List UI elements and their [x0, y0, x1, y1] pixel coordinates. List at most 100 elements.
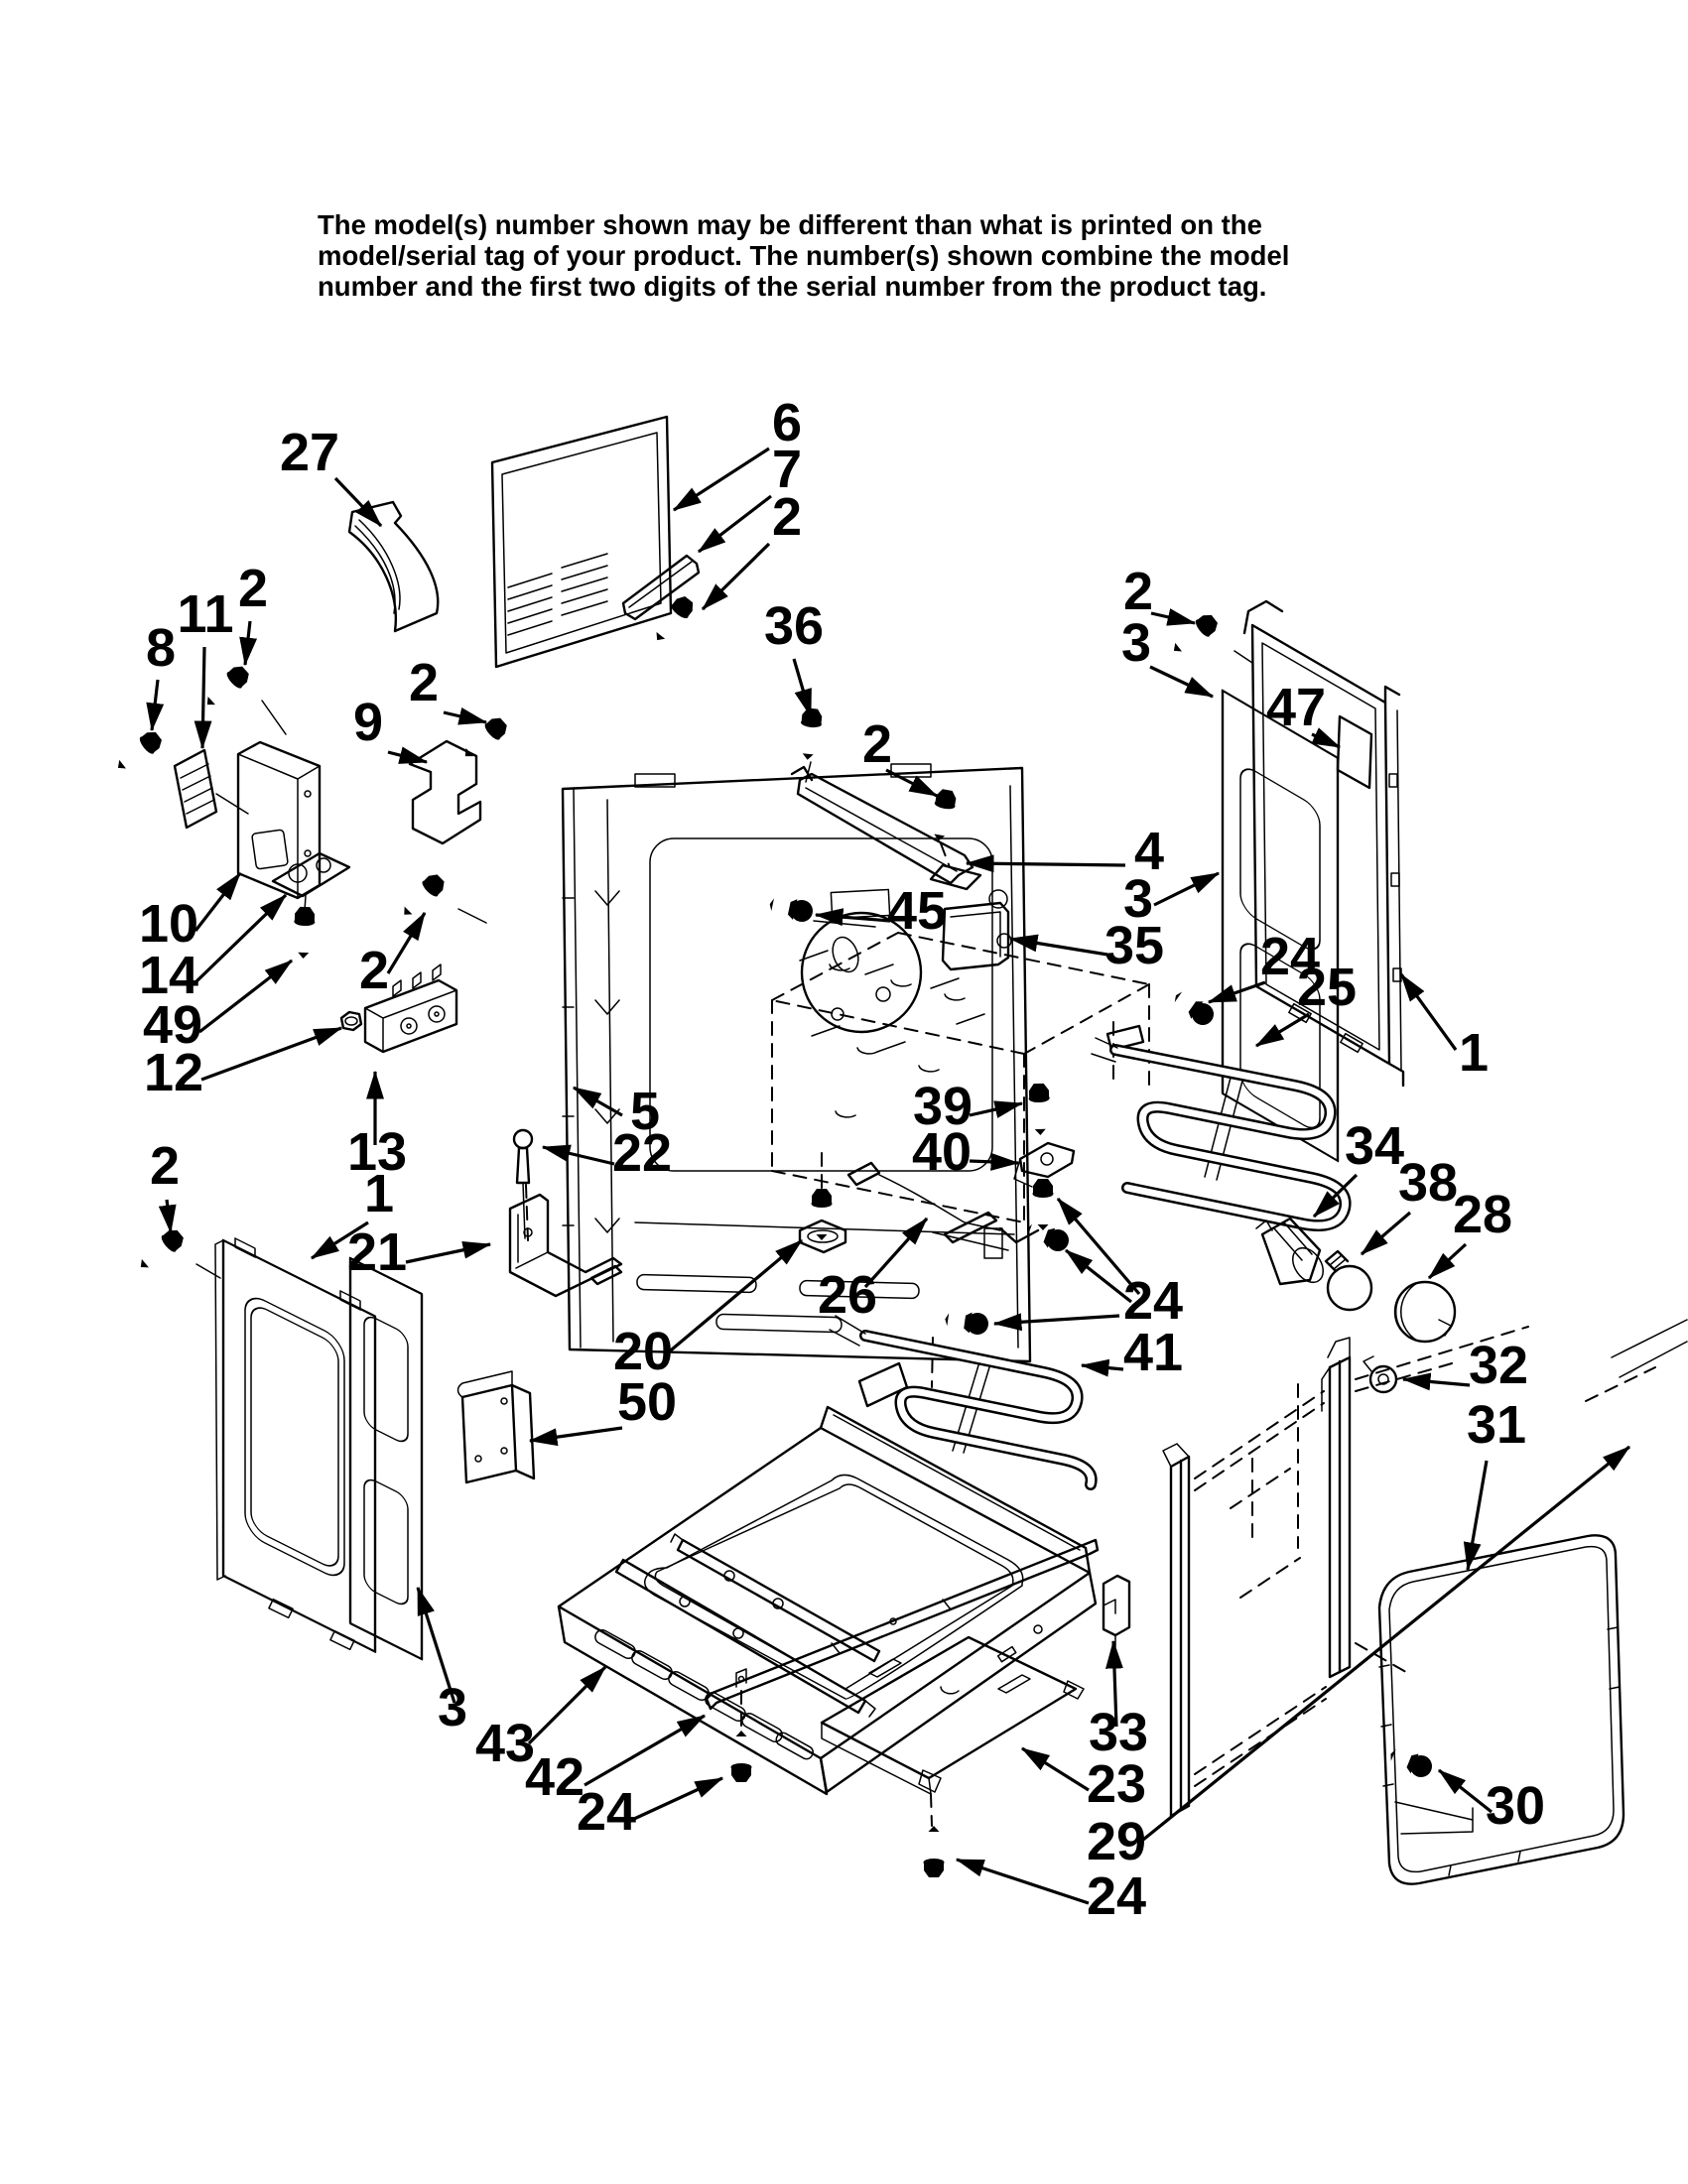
- part-number-label: 5: [630, 1082, 660, 1141]
- callout-24: 24: [992, 1197, 1183, 1332]
- part-number-label: 33: [1089, 1703, 1148, 1762]
- screw-2-top-center: [648, 592, 698, 647]
- part-41-bake-element: [829, 1315, 1098, 1490]
- part-number-label: 12: [144, 1043, 203, 1102]
- part-number-label: 49: [143, 995, 202, 1055]
- leader-arrow-11: [194, 646, 212, 750]
- leader-arrow-5: [572, 1086, 623, 1117]
- part-number-label: 25: [1297, 958, 1357, 1017]
- callout-36: 36: [764, 596, 824, 718]
- screw-24-center-top: [1032, 1179, 1054, 1230]
- part-35-channel: [941, 901, 1010, 971]
- callout-23: 23: [1020, 1746, 1146, 1814]
- leader-arrow-8: [146, 679, 165, 732]
- part-42-trim-rail: [705, 1538, 1100, 1728]
- callout-33: 33: [1089, 1639, 1148, 1762]
- header-note: The model(s) number shown may be differe…: [318, 209, 1289, 302]
- callout-31: 31: [1463, 1395, 1526, 1572]
- part-number-label: 40: [912, 1122, 972, 1182]
- leader-arrow-22: [541, 1144, 615, 1166]
- screw-36: [797, 707, 824, 783]
- part-5-back-panel: [561, 763, 1032, 1363]
- leader-arrow-24: [992, 1313, 1120, 1332]
- leader-arrow-43: [527, 1665, 607, 1745]
- screw-8: [111, 727, 166, 777]
- callout-3: 3: [1123, 869, 1221, 929]
- part-27-handle: [347, 500, 440, 633]
- part-number-label: 27: [280, 423, 339, 482]
- part-number-label: 24: [577, 1782, 636, 1842]
- callout-26: 26: [818, 1217, 929, 1325]
- leader-arrow-24: [1056, 1197, 1141, 1296]
- part-number-label: 21: [347, 1222, 407, 1282]
- leader-arrow-2: [158, 1199, 177, 1234]
- callout-49: 49: [143, 959, 294, 1055]
- callout-43: 43: [475, 1665, 607, 1773]
- part-13-terminal-block: [363, 964, 458, 1054]
- callout-2: 2: [150, 1136, 180, 1234]
- exploded-view-art: [111, 415, 1688, 1885]
- screw-2-left-bottom: [134, 1225, 221, 1279]
- callout-32: 32: [1401, 1336, 1528, 1395]
- callout-45: 45: [814, 881, 947, 941]
- leader-arrow-10: [194, 871, 242, 932]
- part-32-grommet: [1363, 1355, 1398, 1394]
- part-7-trim-strip: [621, 554, 701, 621]
- header-line-2: model/serial tag of your product. The nu…: [318, 240, 1289, 271]
- leader-arrow-2: [239, 620, 258, 667]
- part-number-label: 45: [887, 881, 947, 941]
- callout-40: 40: [912, 1122, 1020, 1182]
- leader-arrow-2: [1150, 608, 1197, 626]
- part-number-label: 39: [913, 1077, 973, 1136]
- screw-2-left-top: [199, 662, 287, 735]
- part-28-lens-cover: [1393, 1280, 1457, 1344]
- callout-28: 28: [1427, 1185, 1512, 1280]
- part-number-label: 24: [1087, 1866, 1146, 1926]
- part-number-label: 2: [409, 653, 439, 712]
- part-38-light-bulb: [1324, 1249, 1373, 1312]
- callout-2: 2: [409, 653, 488, 725]
- part-23-bottom-plate: [820, 1635, 1085, 1827]
- part-number-label: 28: [1453, 1185, 1512, 1244]
- callout-2: 2: [1123, 562, 1197, 626]
- leader-arrow-42: [584, 1714, 707, 1787]
- part-number-label: 2: [150, 1136, 180, 1196]
- leader-arrow-2: [386, 911, 427, 974]
- leader-arrow-24: [633, 1776, 724, 1821]
- part-number-label: 20: [613, 1322, 673, 1381]
- part-50-bracket: [456, 1370, 536, 1484]
- part-number-label: 23: [1087, 1754, 1146, 1814]
- part-number-label: 1: [1459, 1023, 1489, 1083]
- callout-2: 2: [238, 559, 268, 667]
- screw-24-top-right: [1169, 986, 1219, 1030]
- callout-35: 35: [1008, 916, 1164, 975]
- screw-49: [293, 906, 316, 960]
- part-number-label: 24: [1123, 1271, 1183, 1331]
- leader-arrow-40: [969, 1152, 1020, 1171]
- part-14-cover-plate: [271, 851, 351, 912]
- part-number-label: 2: [1123, 562, 1153, 621]
- leader-arrow-9: [387, 746, 429, 764]
- leader-arrow-20: [664, 1238, 804, 1356]
- part-number-label: 1: [364, 1164, 394, 1223]
- leader-arrow-30: [1437, 1768, 1493, 1814]
- part-number-label: 35: [1104, 916, 1164, 975]
- screw-24-bottom: [923, 1826, 945, 1877]
- part-3-left-insulation: [348, 1256, 424, 1661]
- part-number-label: 3: [438, 1678, 467, 1737]
- part-number-label: 43: [475, 1714, 535, 1773]
- part-11-vent-grille: [173, 748, 249, 830]
- part-number-label: 6: [772, 393, 802, 452]
- part-39-bolt: [1028, 1083, 1051, 1136]
- part-number-label: 29: [1087, 1812, 1146, 1871]
- part-1-left-side-panel: [214, 1237, 377, 1653]
- screw-24-center-mid: [1023, 1219, 1073, 1255]
- part-21-bracket: [508, 1184, 623, 1298]
- callout-6: 6: [672, 393, 802, 512]
- part-number-label: 22: [612, 1123, 672, 1183]
- callout-29: 29: [1087, 1445, 1631, 1871]
- callout-13: 13: [347, 1070, 407, 1182]
- leader-arrow-2: [443, 707, 488, 725]
- callout-7: 7: [697, 440, 802, 554]
- part-number-label: 32: [1469, 1336, 1528, 1395]
